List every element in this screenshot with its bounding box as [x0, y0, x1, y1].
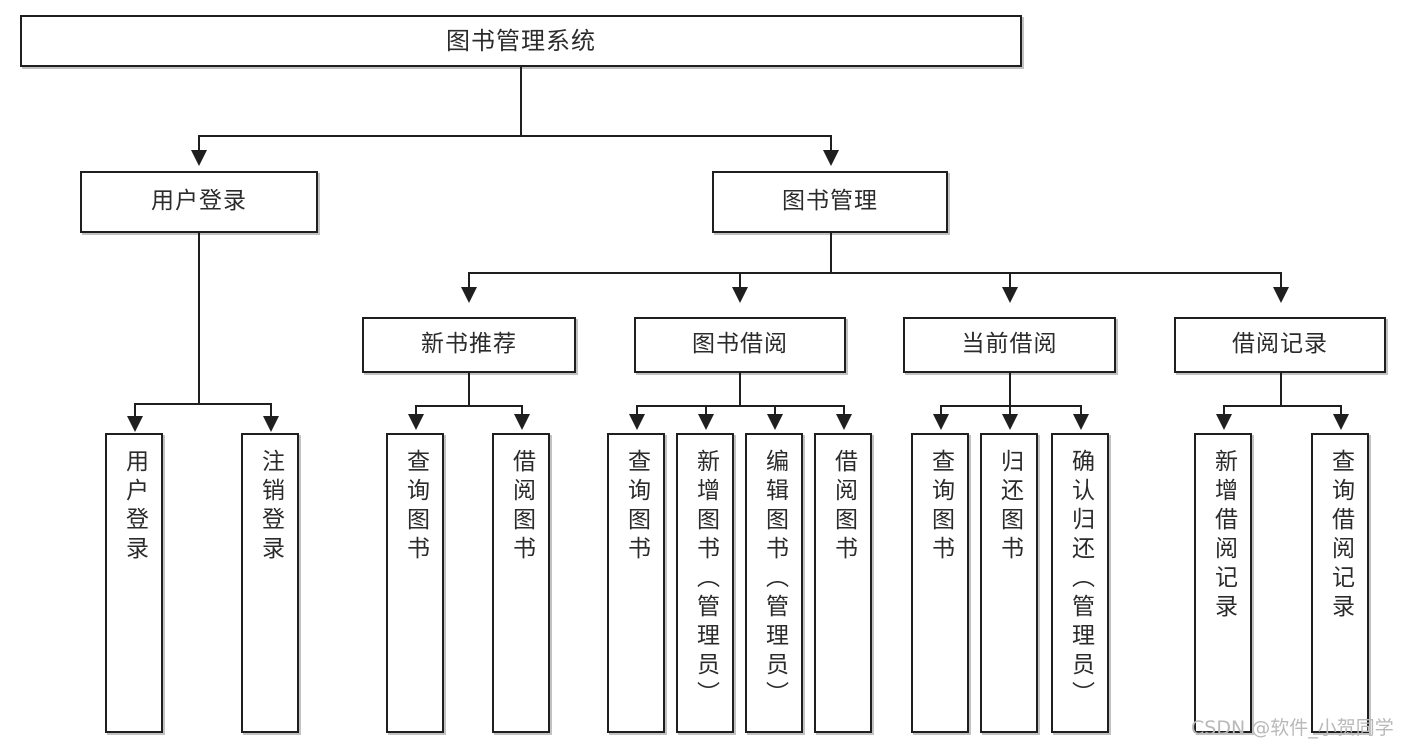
arrowhead-new-book-leaf-2: [514, 414, 530, 430]
arrowhead-borrow-record-leaf-1: [1216, 414, 1232, 430]
connector-new-book-stem: [468, 373, 470, 405]
node-root-system[interactable]: 图书管理系统: [20, 15, 1022, 67]
leaf-label: 编辑图书（管理员）: [761, 449, 788, 710]
leaf-label: 查询图书: [927, 449, 954, 565]
connector-book-borrow-branch-1: [636, 405, 638, 417]
connector-current-borrow-branch-2: [1009, 405, 1011, 417]
connector-book-borrow-branch-3: [774, 405, 776, 417]
connector-new-book-bus: [415, 405, 521, 407]
arrowhead-new-book-leaf-1: [408, 414, 424, 430]
connector-root-to-user-login: [198, 135, 200, 153]
connector-borrow-record-stem: [1280, 373, 1282, 405]
node-label: 图书借阅: [692, 331, 788, 358]
connector-new-book-branch-1: [415, 405, 417, 417]
connector-to-borrow-record: [1280, 272, 1282, 290]
connector-to-book-borrow: [739, 272, 741, 290]
connector-book-manage-bus: [468, 272, 1280, 274]
arrowhead-user-login-leaf-1: [127, 416, 143, 432]
arrowhead-to-borrow-record: [1273, 287, 1289, 303]
arrowhead-borrow-record-leaf-2: [1333, 414, 1349, 430]
connector-book-borrow-branch-2: [705, 405, 707, 417]
node-label: 借阅记录: [1232, 331, 1328, 358]
arrowhead-to-book-manage: [823, 150, 839, 166]
leaf-current-borrow-return[interactable]: 归还图书: [980, 433, 1038, 733]
node-current-borrow[interactable]: 当前借阅: [903, 317, 1116, 373]
arrowhead-to-book-borrow: [732, 287, 748, 303]
node-label: 用户登录: [151, 188, 247, 215]
node-label: 新书推荐: [421, 331, 517, 358]
leaf-book-borrow-query[interactable]: 查询图书: [607, 433, 665, 733]
connector-user-login-branch-1: [134, 403, 136, 419]
leaf-label: 注销登录: [257, 449, 284, 565]
leaf-label: 查询图书: [402, 449, 429, 565]
connector-current-borrow-branch-1: [940, 405, 942, 417]
leaf-book-borrow-edit[interactable]: 编辑图书（管理员）: [745, 433, 803, 733]
leaf-borrow-record-add[interactable]: 新增借阅记录: [1194, 433, 1252, 733]
node-user-login[interactable]: 用户登录: [80, 171, 318, 233]
arrowhead-current-borrow-leaf-1: [933, 414, 949, 430]
connector-root-to-book-manage: [830, 135, 832, 153]
connector-book-manage-stem: [830, 233, 832, 272]
arrowhead-current-borrow-leaf-2: [1002, 414, 1018, 430]
node-label: 当前借阅: [961, 331, 1058, 358]
leaf-label: 借阅图书: [830, 449, 857, 565]
connector-current-borrow-branch-3: [1080, 405, 1082, 417]
leaf-user-login-logout[interactable]: 注销登录: [241, 433, 299, 733]
connector-borrow-record-branch-2: [1340, 405, 1342, 417]
leaf-label: 借阅图书: [508, 449, 535, 565]
connector-new-book-branch-2: [521, 405, 523, 417]
leaf-label: 查询借阅记录: [1327, 449, 1354, 623]
leaf-user-login-login[interactable]: 用户登录: [105, 433, 163, 733]
connector-book-borrow-bus: [636, 405, 844, 407]
node-new-book-recommend[interactable]: 新书推荐: [362, 317, 576, 373]
connector-user-login-bus: [134, 403, 270, 405]
leaf-label: 查询图书: [623, 449, 650, 565]
connector-user-login-stem: [198, 233, 200, 403]
node-borrow-record[interactable]: 借阅记录: [1174, 317, 1386, 373]
leaf-current-borrow-confirm[interactable]: 确认归还（管理员）: [1051, 433, 1109, 733]
leaf-current-borrow-query[interactable]: 查询图书: [911, 433, 969, 733]
connector-root-stem: [520, 67, 522, 135]
connector-borrow-record-branch-1: [1223, 405, 1225, 417]
arrowhead-current-borrow-leaf-3: [1073, 414, 1089, 430]
leaf-new-book-borrow[interactable]: 借阅图书: [492, 433, 550, 733]
arrowhead-book-borrow-leaf-4: [836, 414, 852, 430]
leaf-book-borrow-borrow[interactable]: 借阅图书: [814, 433, 872, 733]
node-book-manage[interactable]: 图书管理: [712, 171, 948, 233]
connector-to-current-borrow: [1009, 272, 1011, 290]
leaf-label: 新增图书（管理员）: [692, 449, 719, 710]
leaf-new-book-query[interactable]: 查询图书: [386, 433, 444, 733]
leaf-label: 归还图书: [996, 449, 1023, 565]
leaf-label: 用户登录: [121, 449, 148, 565]
connector-book-borrow-stem: [739, 373, 741, 405]
connector-to-new-book: [468, 272, 470, 290]
node-book-borrow[interactable]: 图书借阅: [634, 317, 846, 373]
arrowhead-user-login-leaf-2: [263, 416, 279, 432]
arrowhead-to-current-borrow: [1002, 287, 1018, 303]
node-label: 图书管理: [782, 188, 878, 215]
arrowhead-book-borrow-leaf-2: [698, 414, 714, 430]
arrowhead-book-borrow-leaf-1: [629, 414, 645, 430]
leaf-label: 确认归还（管理员）: [1067, 449, 1094, 710]
connector-current-borrow-stem: [1009, 373, 1011, 405]
leaf-label: 新增借阅记录: [1210, 449, 1237, 623]
connector-book-borrow-branch-4: [843, 405, 845, 417]
leaf-borrow-record-query[interactable]: 查询借阅记录: [1311, 433, 1369, 733]
node-label: 图书管理系统: [446, 26, 596, 55]
arrowhead-to-new-book: [461, 287, 477, 303]
csdn-watermark: CSDN @软件_小贺同学: [1191, 717, 1394, 739]
arrowhead-book-borrow-leaf-3: [767, 414, 783, 430]
arrowhead-to-user-login: [191, 150, 207, 166]
leaf-book-borrow-add[interactable]: 新增图书（管理员）: [676, 433, 734, 733]
connector-borrow-record-bus: [1223, 405, 1340, 407]
connector-user-login-branch-2: [270, 403, 272, 419]
connector-root-bus: [198, 135, 832, 137]
